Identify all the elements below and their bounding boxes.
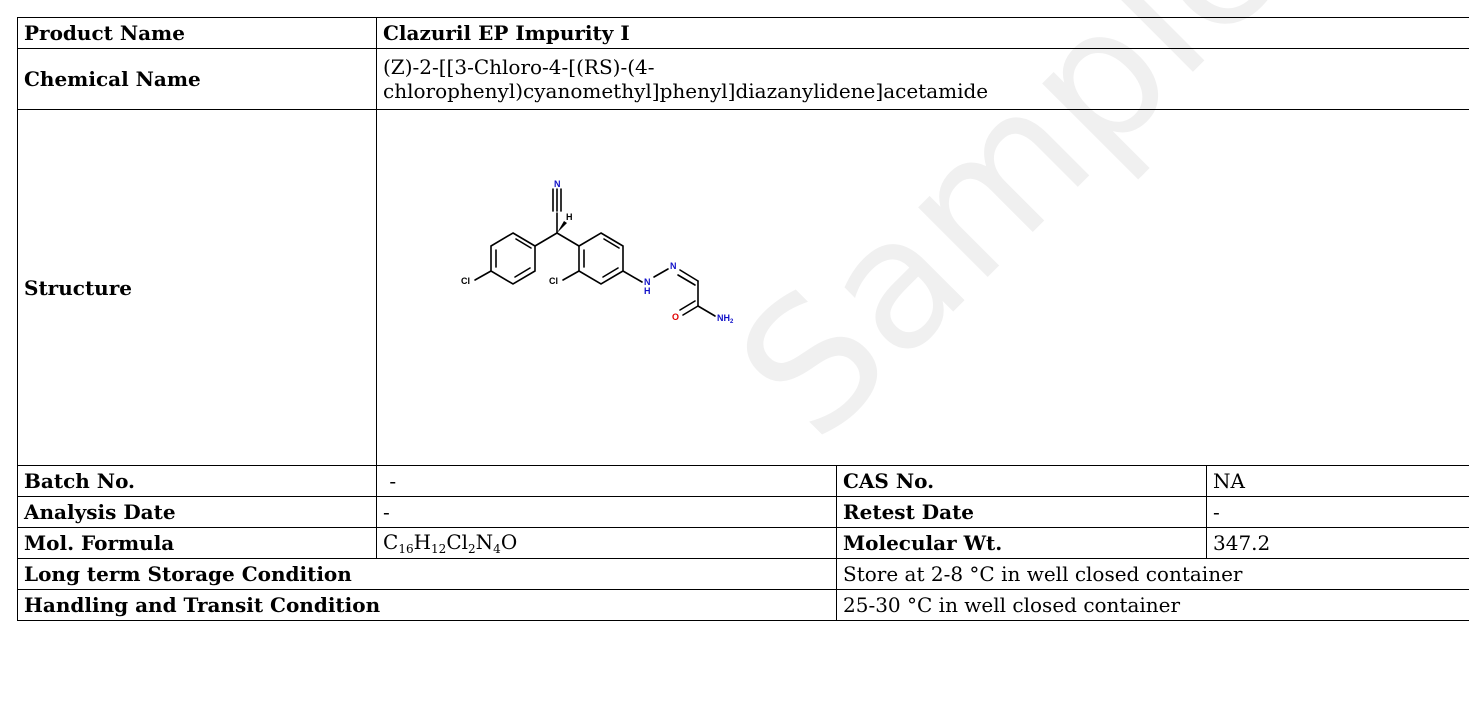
- mol-formula-value: C16H12Cl2N4O: [376, 527, 837, 559]
- handling-condition-value: 25-30 °C in well closed container: [835, 589, 1469, 621]
- row-dates: Analysis Date - Retest Date -: [17, 496, 1469, 528]
- retest-date-value: -: [1205, 496, 1469, 528]
- ring-chlorophenyl: [490, 232, 536, 285]
- molecular-wt-value: 347.2: [1205, 527, 1469, 559]
- cas-no-value: NA: [1205, 465, 1469, 497]
- cas-no-label: CAS No.: [836, 465, 1207, 497]
- row-handling: Handling and Transit Condition 25-30 °C …: [17, 589, 1469, 621]
- batch-no-label: Batch No.: [17, 465, 377, 497]
- row-storage: Long term Storage Condition Store at 2-8…: [17, 558, 1469, 590]
- batch-no-value: -: [376, 465, 837, 497]
- atom-nh: N: [644, 277, 651, 287]
- structure-label: Structure: [17, 109, 377, 466]
- atom-h-nh: H: [644, 286, 651, 296]
- row-structure: Structure: [17, 109, 1469, 466]
- mol-formula-label: Mol. Formula: [17, 527, 377, 559]
- atom-cl-ring: Cl: [549, 276, 558, 286]
- row-batch-cas: Batch No. - CAS No. NA: [17, 465, 1469, 497]
- storage-condition-label: Long term Storage Condition: [17, 558, 837, 590]
- molecular-wt-label: Molecular Wt.: [836, 527, 1207, 559]
- atom-o: O: [672, 312, 679, 322]
- analysis-date-label: Analysis Date: [17, 496, 377, 528]
- retest-date-label: Retest Date: [836, 496, 1207, 528]
- atom-nh2: NH2: [717, 313, 734, 325]
- row-chemical-name: Chemical Name (Z)-2-[[3-Chloro-4-[(RS)-(…: [17, 48, 1469, 110]
- atom-cl-left: Cl: [461, 276, 470, 286]
- product-name-label: Product Name: [17, 17, 377, 49]
- analysis-date-value: -: [376, 496, 837, 528]
- structure-diagram: N H Cl Cl N H N O NH2: [461, 179, 734, 325]
- chemical-name-label: Chemical Name: [17, 48, 377, 110]
- atom-h-stereo: H: [566, 212, 573, 222]
- product-name-value: Clazuril EP Impurity I: [375, 17, 1469, 49]
- storage-condition-value: Store at 2-8 °C in well closed container: [835, 558, 1469, 590]
- chemical-name-line1: (Z)-2-[[3-Chloro-4-[(RS)-(4-: [383, 55, 655, 79]
- chemical-name-line2: chlorophenyl)cyanomethyl]phenyl]diazanyl…: [383, 79, 989, 103]
- row-formula: Mol. Formula C16H12Cl2N4O Molecular Wt. …: [17, 527, 1469, 559]
- atom-n-hydrazone: N: [670, 261, 677, 271]
- row-product-name: Product Name Clazuril EP Impurity I: [17, 17, 1469, 49]
- chemical-name-value: (Z)-2-[[3-Chloro-4-[(RS)-(4- chloropheny…: [375, 48, 1469, 110]
- ring-chloro-phenyl: [578, 232, 624, 285]
- structure-cell: N H Cl Cl N H N O NH2: [375, 109, 1469, 466]
- coa-table: Product Name Clazuril EP Impurity I Chem…: [17, 17, 1469, 621]
- handling-condition-label: Handling and Transit Condition: [17, 589, 837, 621]
- atom-n-top: N: [554, 179, 561, 189]
